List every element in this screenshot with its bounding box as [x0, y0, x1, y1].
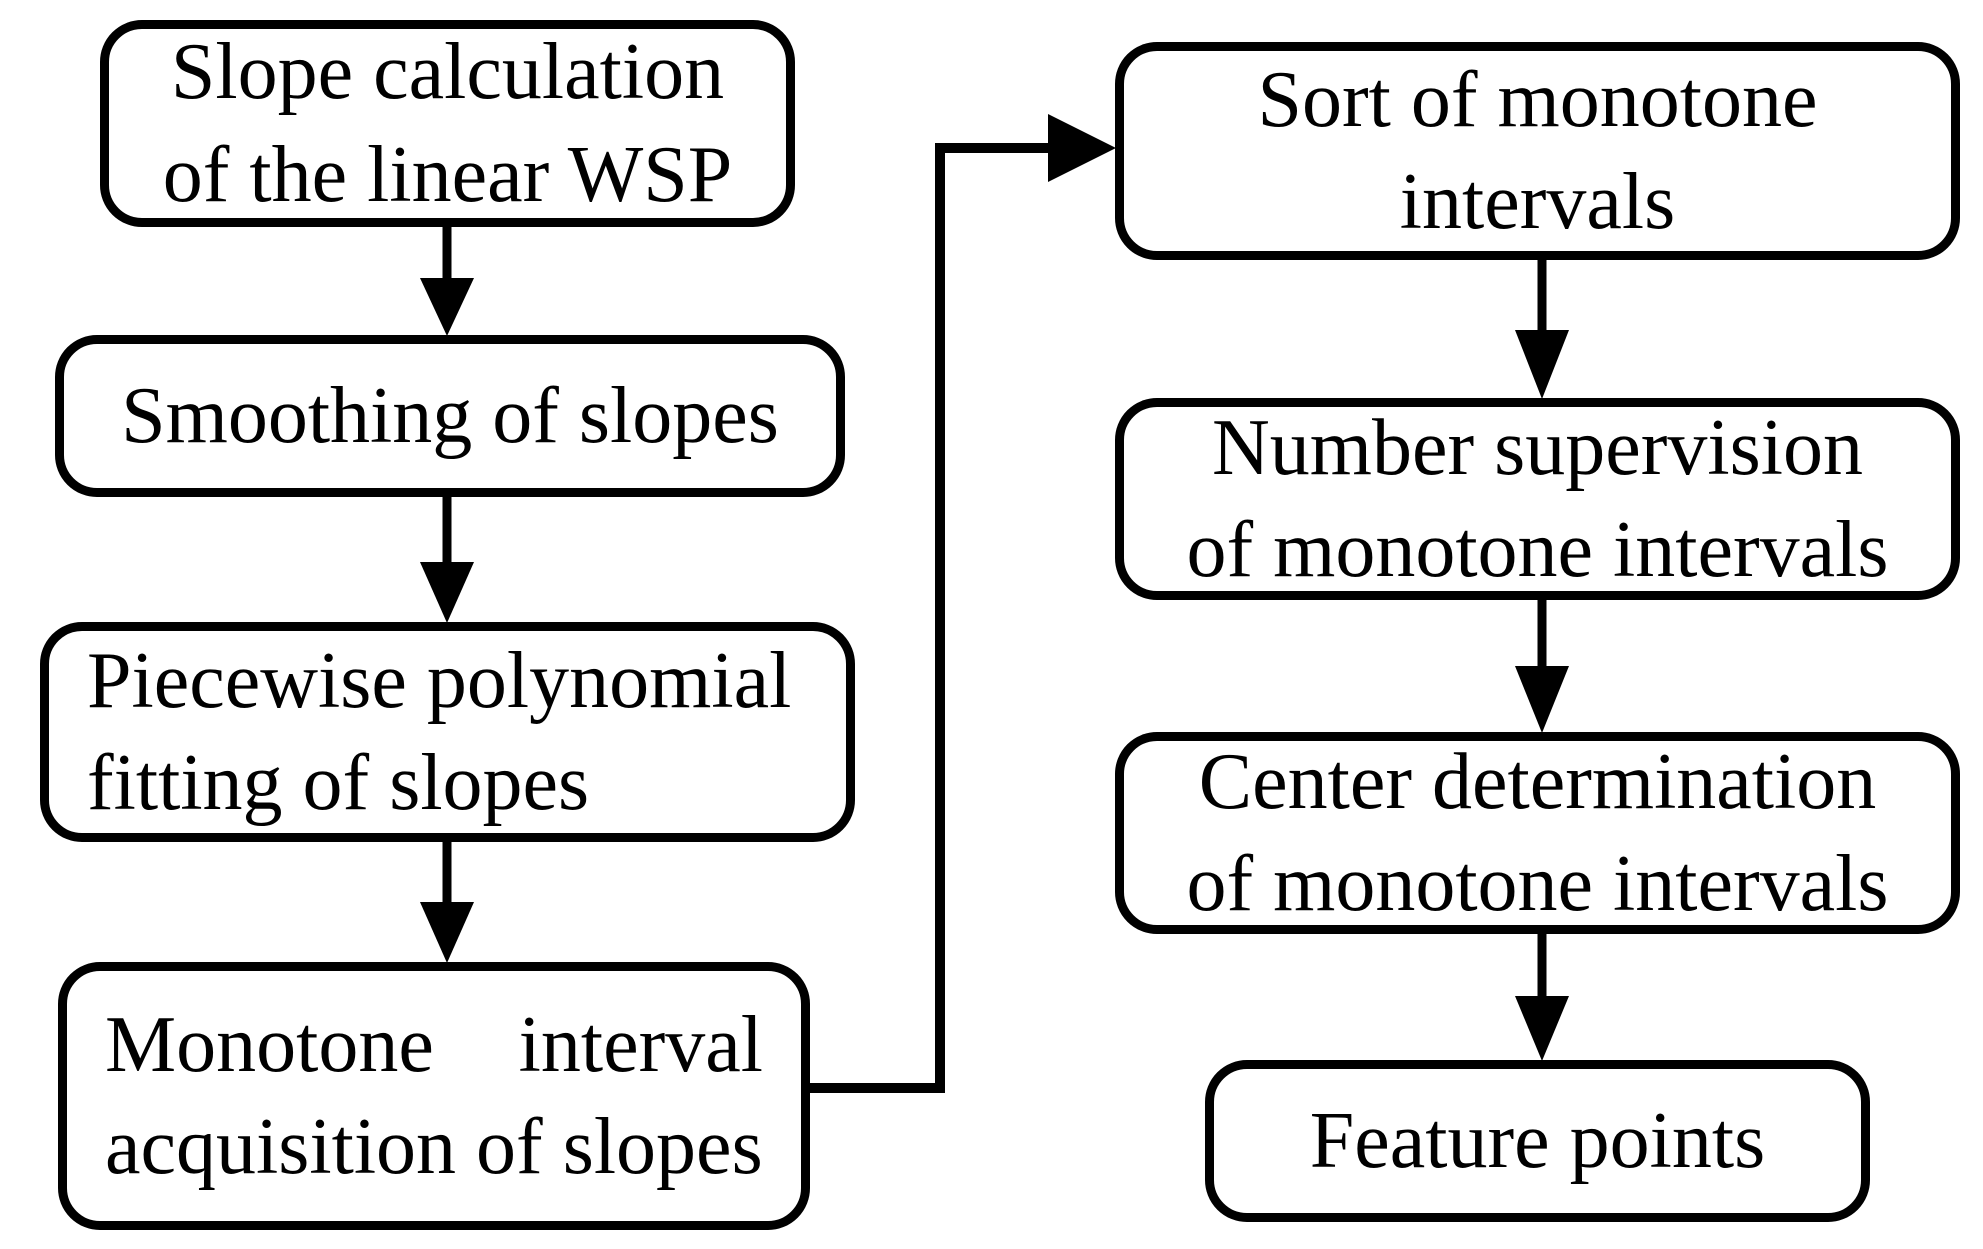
box-piecewise-fitting-line1: Piecewise polynomial — [87, 636, 792, 725]
box-center-determination-line1: Center determination — [1198, 737, 1877, 826]
arrow-piecewise-to-monotone — [420, 842, 474, 963]
box-feature-points-line1: Feature points — [1309, 1096, 1766, 1185]
box-monotone-acquisition-line2: acquisition of slopes — [105, 1103, 763, 1191]
box-sort-intervals: Sort of monotone intervals — [1115, 42, 1960, 260]
arrow-center-to-feature — [1515, 934, 1569, 1061]
box-piecewise-fitting-line2: fitting of slopes — [87, 739, 590, 827]
box-monotone-acquisition-word1: Monotone — [105, 1000, 434, 1089]
arrow-smoothing-to-piecewise — [420, 497, 474, 623]
box-piecewise-fitting: Piecewise polynomial fitting of slopes — [40, 622, 855, 842]
arrow-slope-to-smoothing — [420, 227, 474, 336]
box-slope-calculation: Slope calculation of the linear WSP — [100, 20, 795, 227]
box-monotone-acquisition-word2: interval — [518, 1000, 763, 1089]
box-sort-intervals-line2: intervals — [1399, 158, 1676, 246]
box-smoothing: Smoothing of slopes — [55, 335, 845, 497]
box-feature-points: Feature points — [1205, 1060, 1870, 1222]
box-monotone-acquisition: Monotone interval acquisition of slopes — [58, 962, 810, 1230]
box-slope-calculation-line2: of the linear WSP — [162, 130, 733, 219]
box-monotone-acquisition-line1: Monotone interval — [105, 994, 763, 1096]
box-center-determination-line2: of monotone intervals — [1186, 840, 1889, 928]
arrow-number-to-center — [1515, 600, 1569, 733]
elbow-connector-monotone-to-sort — [810, 114, 1116, 1093]
box-number-supervision: Number supervision of monotone intervals — [1115, 398, 1960, 600]
box-sort-intervals-line1: Sort of monotone — [1257, 55, 1818, 144]
box-number-supervision-line1: Number supervision — [1211, 403, 1863, 492]
box-smoothing-line1: Smoothing of slopes — [121, 371, 779, 460]
arrow-sort-to-number — [1515, 260, 1569, 399]
box-center-determination: Center determination of monotone interva… — [1115, 732, 1960, 934]
box-number-supervision-line2: of monotone intervals — [1186, 506, 1889, 594]
box-slope-calculation-line1: Slope calculation — [170, 28, 725, 117]
